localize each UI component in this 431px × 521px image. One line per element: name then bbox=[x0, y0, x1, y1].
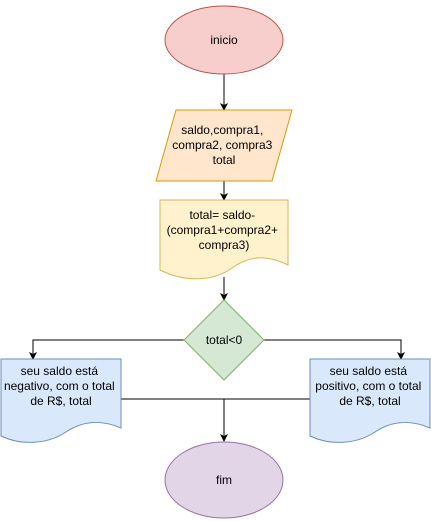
negative-output-node: seu saldo está negativo, com o total de … bbox=[0, 358, 122, 443]
end-label: fim bbox=[216, 473, 232, 487]
end-node: fim bbox=[164, 441, 284, 519]
positive-output-line-1: seu saldo está bbox=[330, 364, 408, 378]
input-line-3: total bbox=[213, 153, 236, 167]
process-node: total= saldo- (compra1+compra2+ compra3) bbox=[159, 199, 289, 280]
positive-output-shape bbox=[309, 358, 431, 443]
positive-output-label: seu saldo está positivo, com o total de … bbox=[315, 364, 424, 408]
positive-output-line-2: positivo, com o total bbox=[315, 379, 421, 393]
negative-output-shape bbox=[0, 358, 122, 443]
negative-output-line-2: negativo, com o total bbox=[4, 379, 115, 393]
process-line-2: (compra1+compra2+ bbox=[167, 223, 278, 237]
input-line-2: compra2, compra3 bbox=[172, 138, 272, 152]
process-line-3: compra3) bbox=[199, 238, 250, 252]
decision-label: total<0 bbox=[206, 333, 243, 347]
input-shape bbox=[155, 109, 293, 182]
connector-decision-to-positive bbox=[264, 339, 405, 360]
positive-output-node: seu saldo está positivo, com o total de … bbox=[309, 358, 431, 443]
decision-node: total<0 bbox=[183, 299, 265, 381]
process-label: total= saldo- (compra1+compra2+ compra3) bbox=[167, 208, 282, 252]
process-shape bbox=[159, 199, 289, 280]
input-node: saldo,compra1, compra2, compra3 total bbox=[155, 109, 293, 182]
start-shape bbox=[164, 5, 284, 75]
decision-shape bbox=[183, 299, 265, 381]
start-label: inicio bbox=[210, 33, 238, 47]
end-shape bbox=[164, 441, 284, 519]
negative-output-line-1: seu saldo está bbox=[21, 364, 99, 378]
connector-decision-to-negative bbox=[29, 339, 184, 360]
input-label: saldo,compra1, compra2, compra3 total bbox=[172, 123, 275, 167]
start-node: inicio bbox=[164, 5, 284, 75]
negative-output-line-3: de R$, total bbox=[30, 394, 91, 408]
process-line-1: total= saldo- bbox=[189, 208, 255, 222]
negative-output-label: seu saldo está negativo, com o total de … bbox=[4, 364, 118, 408]
positive-output-line-3: de R$, total bbox=[339, 394, 400, 408]
input-line-1: saldo,compra1, bbox=[181, 123, 263, 137]
